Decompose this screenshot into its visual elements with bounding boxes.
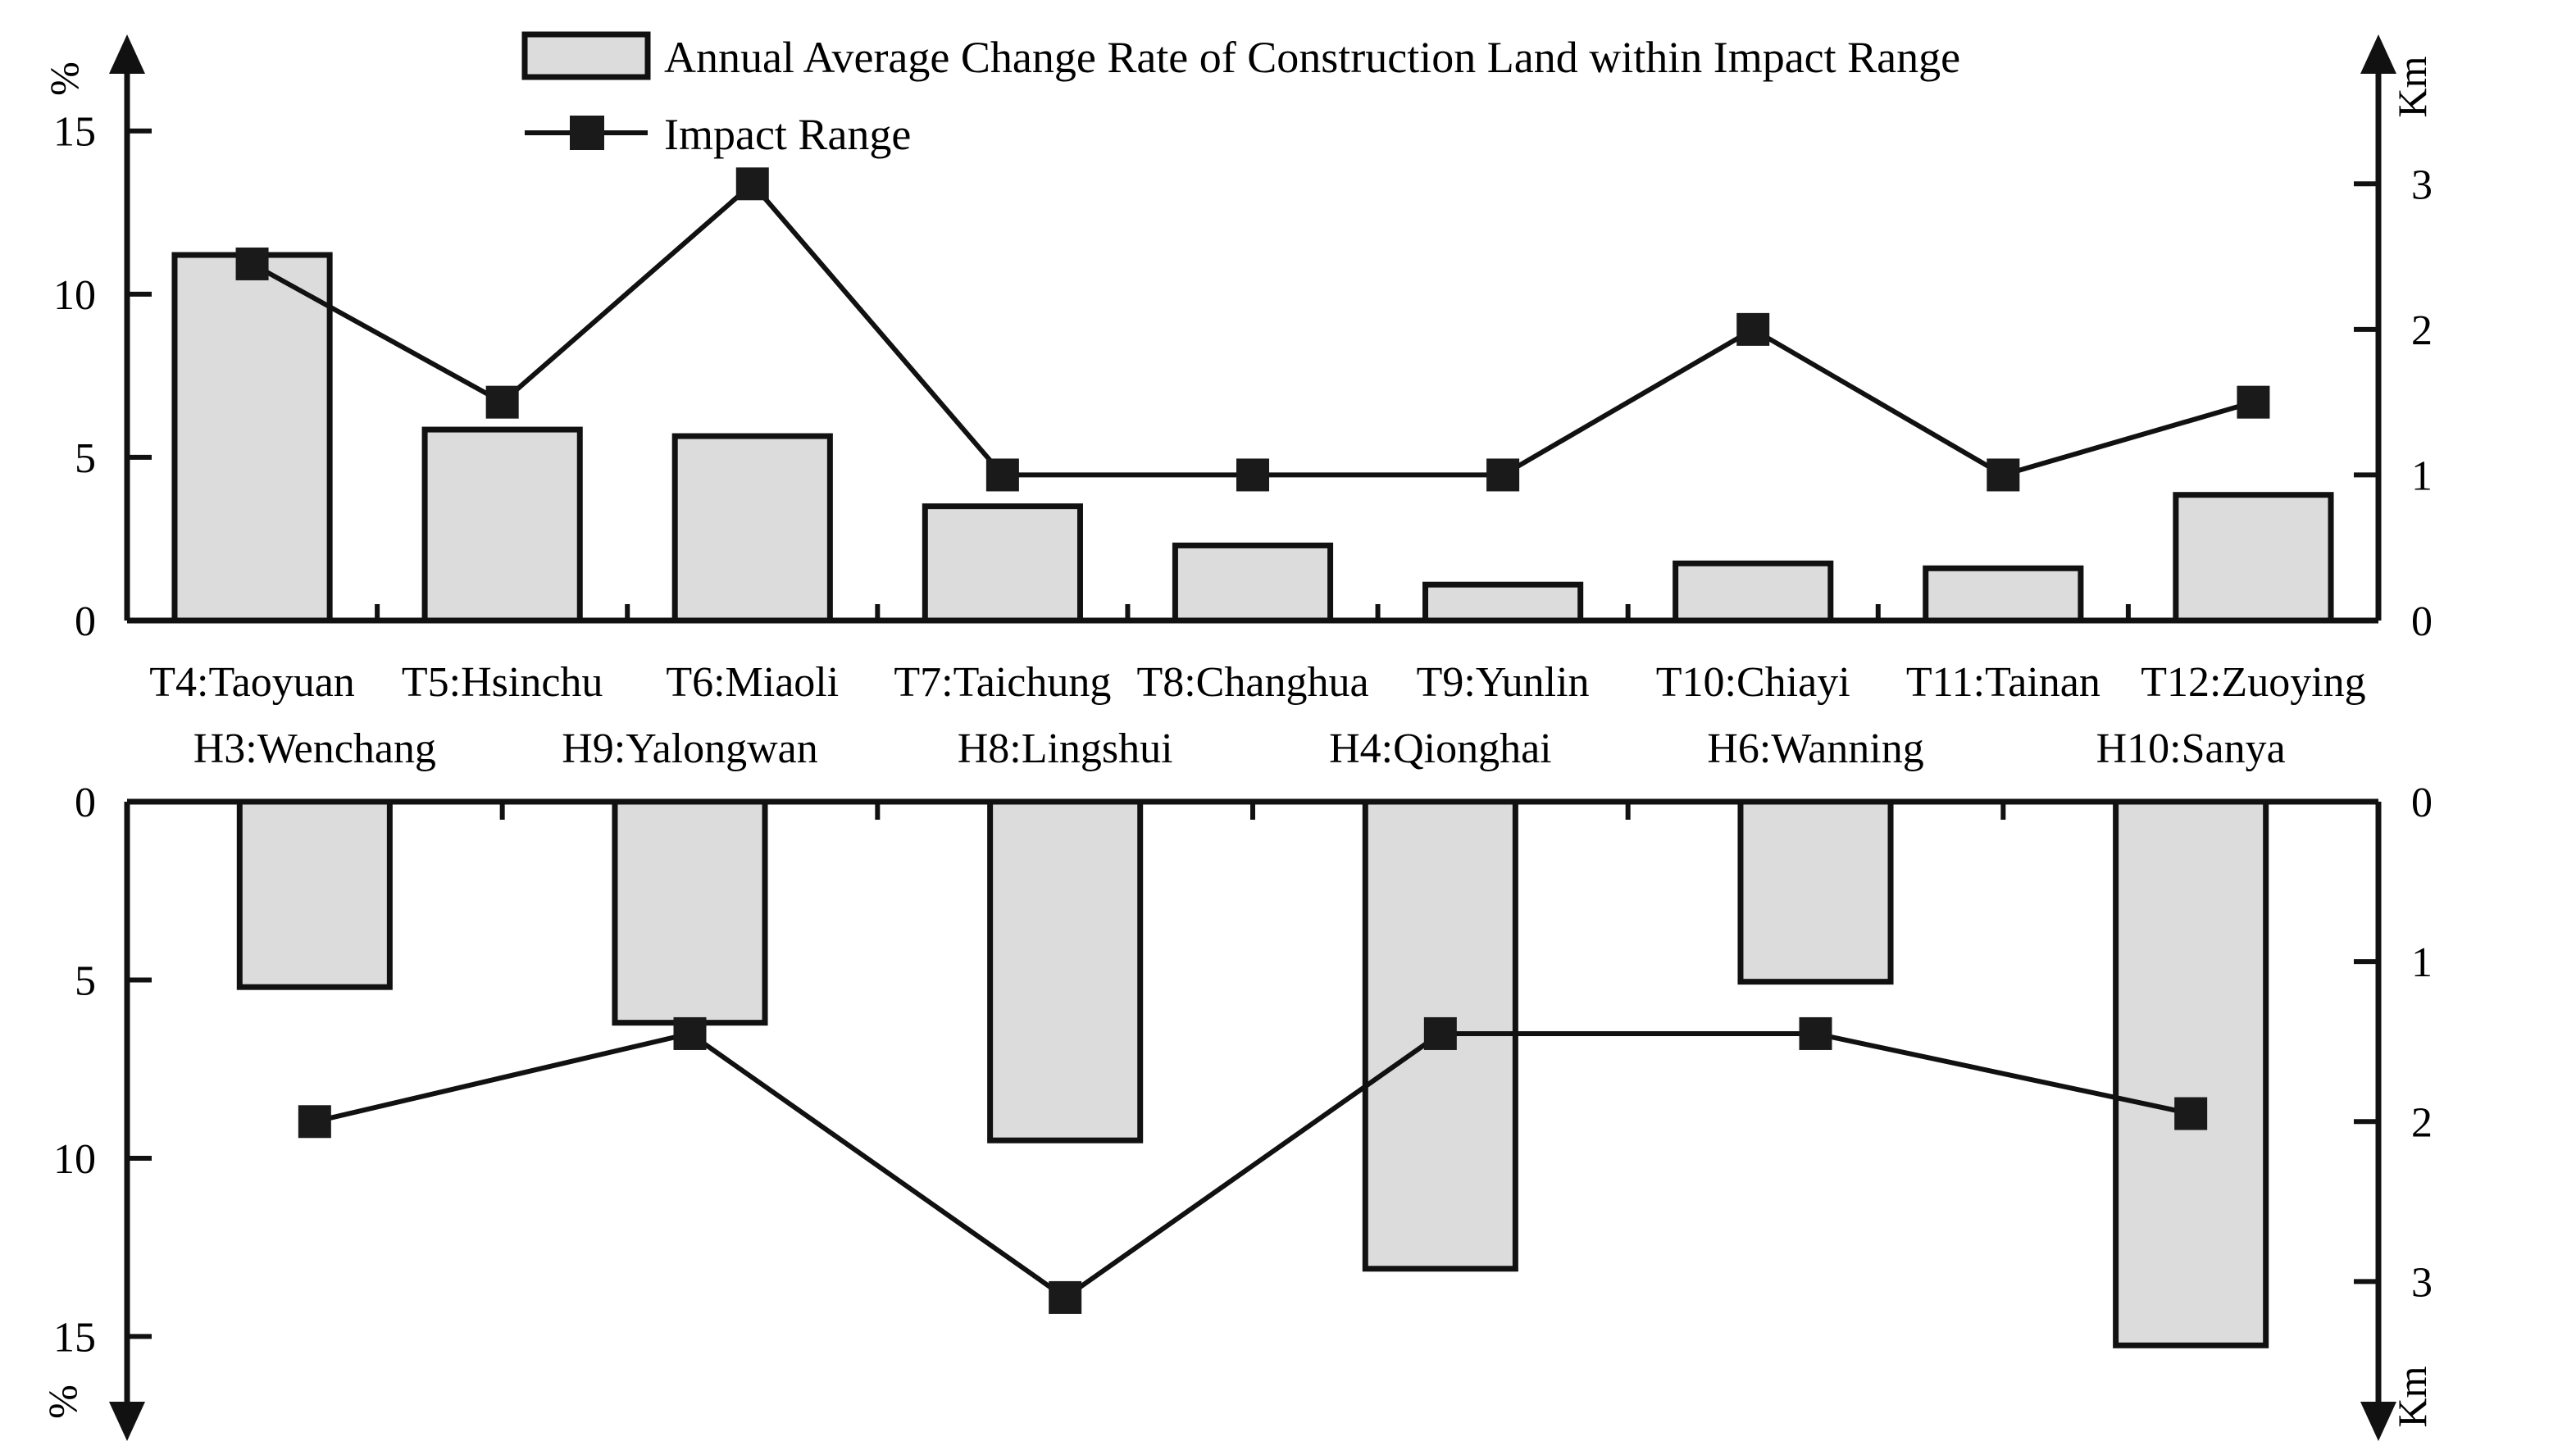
bottom-category-label: H6:Wanning [1707,725,1923,772]
top-category-label: T9:Yunlin [1417,659,1590,706]
legend-line-label: Impact Range [664,110,911,159]
top-right-tick-label: 0 [2411,598,2433,645]
top-category-label: T12:Zuoying [2141,659,2365,706]
bottom-left-tick-label: 0 [75,780,96,826]
top-impact-range-marker[interactable] [2237,385,2270,419]
legend-bar-label: Annual Average Change Rate of Constructi… [664,33,1960,82]
top-left-axis-unit: % [41,61,87,96]
bottom-right-tick-label: 3 [2411,1259,2433,1306]
bottom-left-tick-label: 5 [75,957,96,1004]
bottom-impact-range-marker[interactable] [1049,1280,1082,1314]
top-bar[interactable] [2173,492,2334,624]
top-bar[interactable] [922,503,1083,624]
bottom-right-axis-unit: Km [2389,1366,2435,1427]
top-impact-range-marker[interactable] [1987,458,2020,492]
bottom-impact-range-marker[interactable] [2174,1097,2208,1130]
bottom-bar[interactable] [612,798,768,1026]
bottom-impact-range-marker[interactable] [298,1105,331,1139]
top-left-tick-label: 10 [53,272,96,319]
bottom-left-tick-label: 10 [53,1136,96,1183]
top-left-tick-label: 5 [75,435,96,482]
top-category-label: T8:Changhua [1136,659,1368,706]
top-category-label: T10:Chiayi [1656,659,1850,706]
top-right-axis-arrow [2360,34,2396,74]
top-left-axis-arrow [109,34,145,74]
top-right-tick-label: 3 [2411,161,2433,208]
bottom-impact-range-marker[interactable] [1423,1016,1457,1050]
top-bar[interactable] [421,426,583,624]
bottom-bar[interactable] [2113,798,2269,1348]
bottom-left-axis-unit: % [39,1385,85,1419]
top-bar[interactable] [1172,542,1334,624]
bottom-category-label: H8:Lingshui [958,725,1173,772]
top-bar[interactable] [1422,581,1584,624]
bottom-impact-range-line[interactable] [314,1030,2191,1301]
bottom-category-label: H4:Qionghai [1329,725,1552,772]
bottom-right-tick-label: 0 [2411,780,2433,826]
bottom-bar[interactable] [987,798,1144,1144]
top-impact-range-marker[interactable] [1736,312,1770,346]
bottom-bar[interactable] [1737,798,1894,985]
top-category-label: T6:Miaoli [666,659,839,706]
top-impact-range-marker[interactable] [1236,458,1269,492]
bottom-right-axis-arrow [2360,1402,2396,1441]
top-left-tick-label: 15 [53,109,96,156]
top-category-label: T5:Hsinchu [402,659,603,706]
bottom-left-tick-label: 15 [53,1314,96,1361]
top-category-label: T7:Taichung [894,659,1111,706]
bottom-impact-range-marker[interactable] [1799,1016,1832,1050]
top-right-axis-unit: Km [2389,56,2435,117]
bottom-right-tick-label: 1 [2411,939,2433,986]
top-right-tick-label: 2 [2411,307,2433,354]
legend-bar-swatch [521,31,651,80]
top-impact-range-marker[interactable] [1486,458,1520,492]
top-impact-range-marker[interactable] [985,458,1019,492]
top-impact-range-marker[interactable] [735,167,769,201]
bottom-impact-range-marker[interactable] [673,1016,707,1050]
top-bar[interactable] [671,433,833,624]
bottom-category-label: H9:Yalongwan [562,725,818,772]
top-right-tick-label: 1 [2411,452,2433,499]
top-bar[interactable] [171,252,333,624]
top-category-label: T4:Taoyuan [149,659,355,706]
top-bar[interactable] [1923,565,2084,624]
bottom-left-axis-arrow [109,1402,145,1441]
top-left-tick-label: 0 [75,598,96,645]
bottom-bar[interactable] [236,798,393,990]
top-category-label: T11:Tainan [1906,659,2100,706]
top-impact-range-marker[interactable] [235,247,269,280]
legend-line-marker [570,116,604,150]
bottom-right-tick-label: 2 [2411,1099,2433,1146]
top-bar[interactable] [1673,560,1834,624]
bottom-category-label: H10:Sanya [2096,725,2286,772]
bottom-category-label: H3:Wenchang [193,725,436,772]
top-impact-range-marker[interactable] [485,385,519,419]
